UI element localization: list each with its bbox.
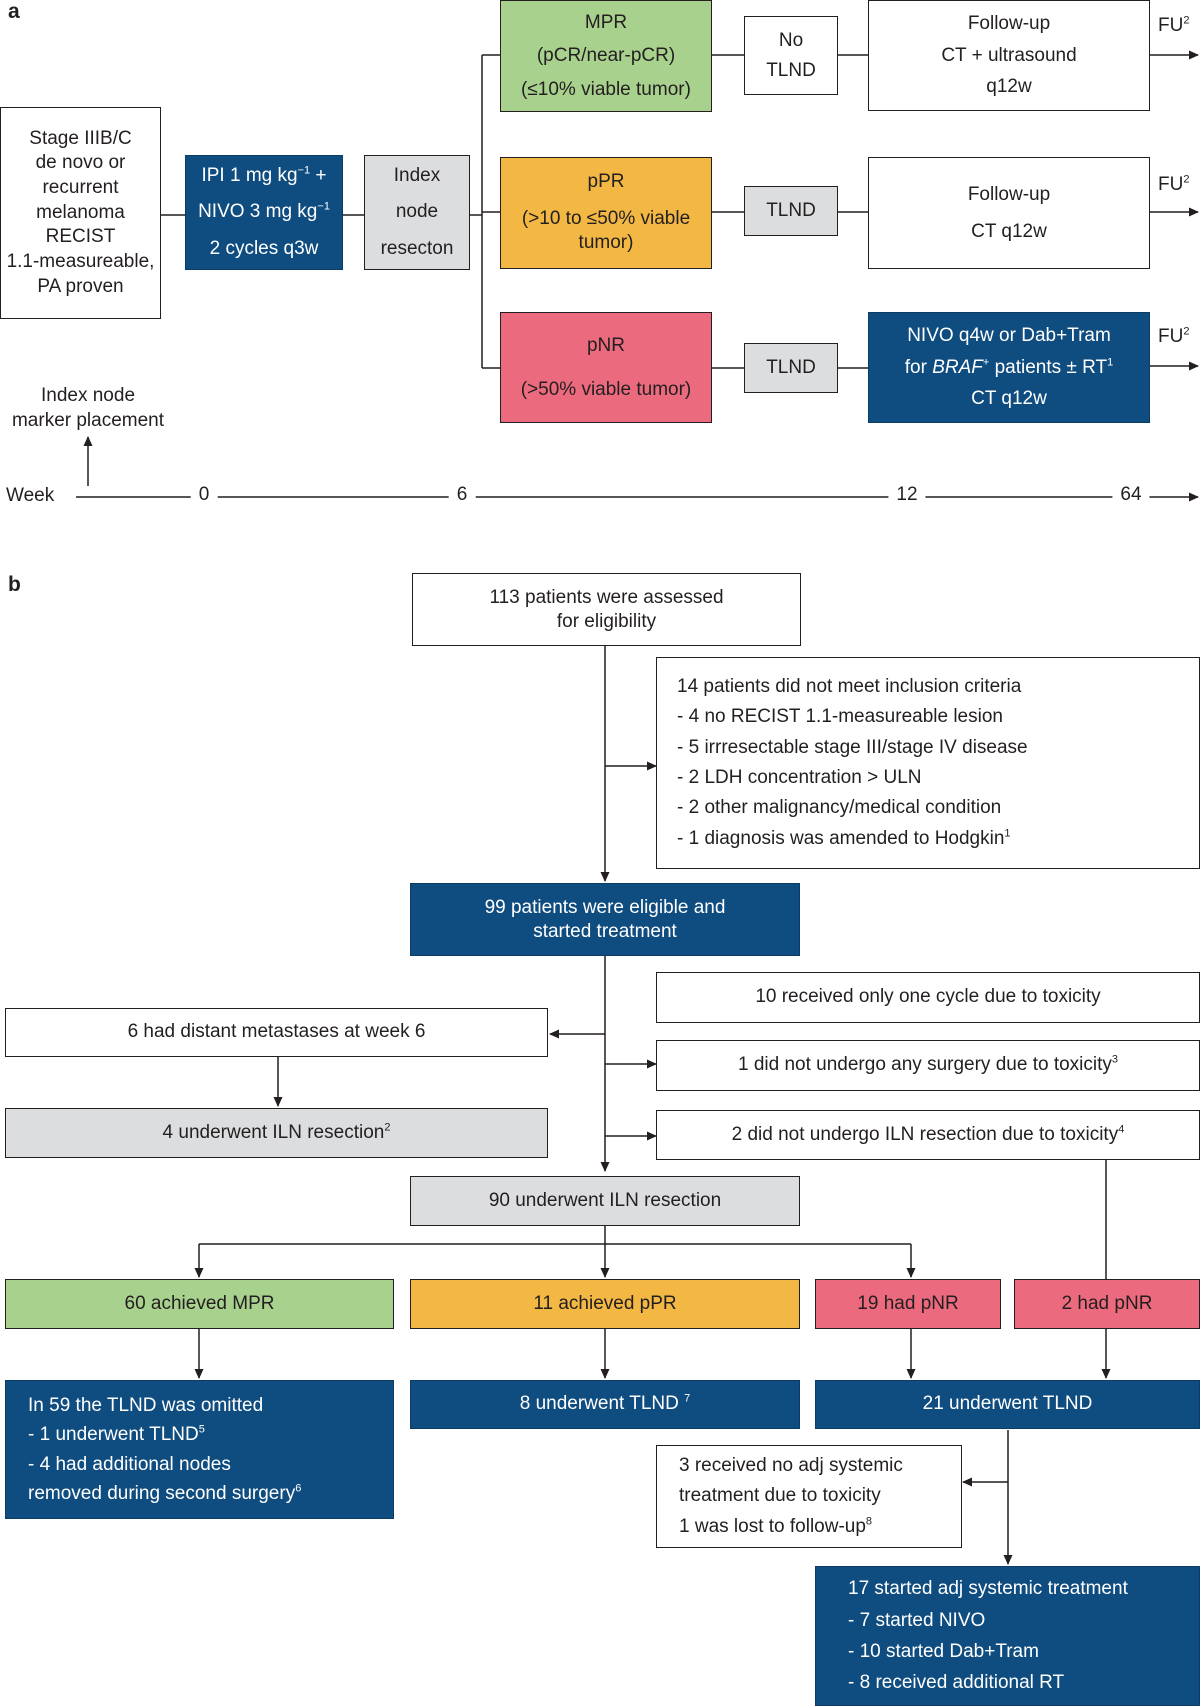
eligible-box: 99 patients were eligible and started tr… [410, 883, 800, 956]
distant-metastases-box: 6 had distant metastases at week 6 [5, 1008, 548, 1057]
panel-b-label: b [8, 573, 21, 596]
timeline-week-label: Week [6, 484, 55, 509]
fu-label-ppr: FU2 [1158, 173, 1190, 195]
index-node-resection-box: Index node resecton [364, 155, 470, 270]
stage-line: PA proven [37, 275, 124, 297]
stage-line: 1.1-measureable, [6, 251, 155, 273]
pnr-box: pNR (>50% viable tumor) [500, 312, 712, 423]
no-iln-resection-box: 2 did not undergo ILN resection due to t… [656, 1110, 1200, 1160]
timeline-tick: 0 [190, 484, 218, 506]
assessed-box: 113 patients were assessed for eligibili… [412, 573, 801, 646]
pnr-therapy-box: NIVO q4w or Dab+Tram for BRAF+ patients … [868, 312, 1150, 423]
timeline-tick: 64 [1112, 484, 1150, 506]
mpr-box: MPR (pCR/near-pCR) (≤10% viable tumor) [500, 0, 712, 112]
excluded-box: 14 patients did not meet inclusion crite… [656, 657, 1200, 869]
tlnd-21-box: 21 underwent TLND [815, 1380, 1200, 1429]
iln-resection-90-box: 90 underwent ILN resection [410, 1176, 800, 1226]
stage-line: de novo or [35, 152, 126, 174]
pnr-2-box: 2 had pNR [1014, 1279, 1200, 1329]
stage-line: recurrent [42, 176, 119, 198]
stage-line: melanoma [36, 201, 125, 223]
stage-line: Stage IIIB/C [29, 127, 132, 149]
followup-ppr-box: Follow-up CT q12w [868, 157, 1150, 269]
followup-mpr-box: Follow-up CT + ultrasound q12w [868, 0, 1150, 111]
mpr-60-box: 60 achieved MPR [5, 1279, 394, 1329]
adjuvant-17-box: 17 started adj systemic treatment - 7 st… [815, 1566, 1200, 1706]
timeline-tick: 12 [888, 484, 926, 506]
panel-a-label: a [8, 0, 20, 23]
one-cycle-box: 10 received only one cycle due to toxici… [656, 972, 1200, 1023]
neoadjuvant-treatment-box: IPI 1 mg kg−1 + NIVO 3 mg kg−1 2 cycles … [185, 155, 343, 270]
iln-resection-4-box: 4 underwent ILN resection2 [5, 1108, 548, 1158]
tlnd-omitted-box: In 59 the TLND was omitted - 1 underwent… [5, 1380, 394, 1519]
ppr-11-box: 11 achieved pPR [410, 1279, 800, 1329]
no-surgery-box: 1 did not undergo any surgery due to tox… [656, 1040, 1200, 1091]
tlnd-box-pnr: TLND [744, 343, 838, 393]
timeline-tick: 6 [448, 484, 476, 506]
stage-line: RECIST [45, 226, 116, 248]
fu-label-mpr: FU2 [1158, 14, 1190, 36]
no-tlnd-box: No TLND [744, 16, 838, 95]
marker-placement-label: Index node marker placement [11, 385, 165, 431]
ppr-box: pPR (>10 to ≤50% viable tumor) [500, 157, 712, 269]
tlnd-8-box: 8 underwent TLND 7 [410, 1380, 800, 1429]
tlnd-box-ppr: TLND [744, 186, 838, 236]
fu-label-pnr: FU2 [1158, 325, 1190, 347]
eligibility-criteria-box: Stage IIIB/C de novo or recurrent melano… [0, 107, 161, 319]
no-adjuvant-box: 3 received no adj systemic treatment due… [656, 1445, 962, 1548]
pnr-19-box: 19 had pNR [815, 1279, 1001, 1329]
